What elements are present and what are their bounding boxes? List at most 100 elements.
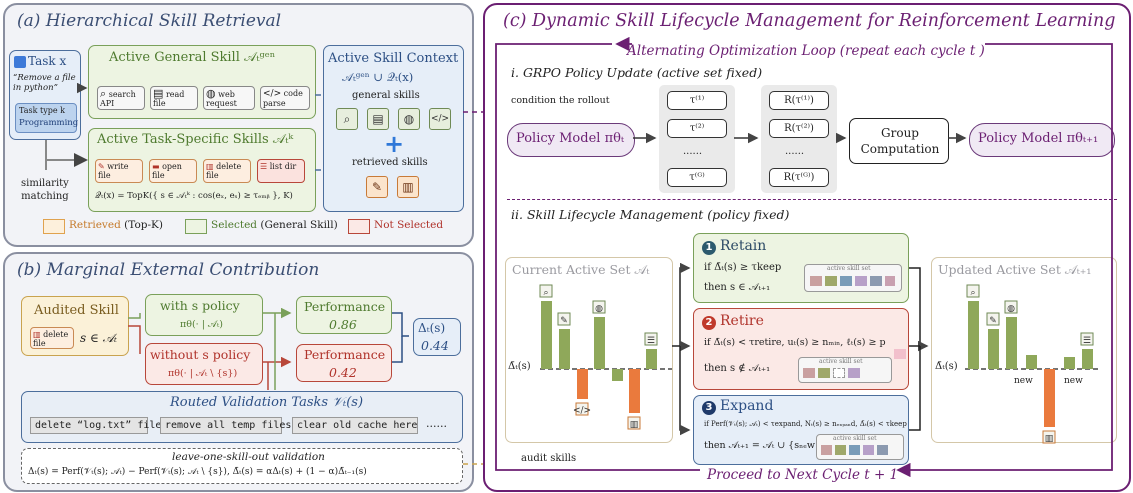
- policy-model-out-label: Policy Model πθₜ₊₁: [978, 131, 1099, 146]
- audited-skill-title: Audited Skill: [34, 303, 119, 318]
- bar-icon-glyph: ⌕: [970, 288, 975, 298]
- validation-task: remove all temp files: [160, 417, 291, 434]
- score-bar: [1026, 355, 1037, 369]
- new-label: new: [1064, 376, 1083, 386]
- current-set-box: Current Active Set 𝒜ₜ: [505, 257, 673, 443]
- trajectory: τ⁽²⁾: [667, 119, 727, 138]
- bar-icon: [644, 332, 658, 346]
- loop-label: Alternating Optimization Loop (repeat ea…: [627, 43, 985, 59]
- score-bar: [541, 301, 552, 369]
- retired-chip: [894, 349, 906, 359]
- validation-task: clear old cache here: [292, 417, 418, 434]
- retain-then: then s ∈ 𝒜ₜ₊₁: [704, 282, 771, 293]
- bar-icon: [575, 402, 589, 416]
- bar-icon: [539, 284, 553, 298]
- score-bar: [1006, 317, 1017, 369]
- performance-without-value: 0.42: [329, 365, 357, 380]
- bar-icon-glyph: ☰: [1083, 336, 1091, 346]
- bar-icon: [627, 416, 641, 430]
- performance-without-title: Performance: [304, 347, 386, 362]
- task-box: Task x “Remove a file in python” Task ty…: [9, 50, 81, 140]
- reward: R(τ⁽ᴳ⁾): [769, 168, 829, 187]
- current-set-title: Current Active Set 𝒜ₜ: [512, 262, 650, 277]
- audited-delete-chip: ▥ delete file: [30, 327, 74, 349]
- performance-with-box: Performance 0.86: [296, 296, 392, 334]
- without-policy-box: without s policy πθ(· | 𝒜ₜ \ {s}): [145, 343, 263, 385]
- code-icon: </>: [429, 108, 451, 130]
- score-bar: [577, 369, 588, 399]
- plus-icon: +: [384, 130, 405, 158]
- expand-then: then 𝒜ₜ₊₁ = 𝒜ₜ ∪ {sₙₑw}: [704, 440, 822, 451]
- score-bar: [988, 329, 999, 369]
- grpo-label: i. GRPO Policy Update (active set fixed): [511, 65, 763, 80]
- context-formula: 𝒜ₜᵍᵉⁿ ∪ 𝒬ₜ(x): [342, 70, 414, 84]
- new-label: new: [1014, 376, 1033, 386]
- validation-ellipsis: ......: [426, 417, 447, 430]
- skill-chip-delete-file: ▥ delete file: [203, 159, 251, 183]
- retire-then: then s ∉ 𝒜ₜ₊₁: [704, 363, 771, 374]
- general-skills-label: general skills: [352, 90, 420, 101]
- score-bar: [629, 369, 640, 413]
- updated-set-title: Updated Active Set 𝒜ₜ₊₁: [938, 262, 1092, 277]
- trajectory: τ⁽ᴳ⁾: [667, 168, 727, 187]
- reward: R(τ⁽²⁾): [769, 119, 829, 138]
- retain-condition: if Δ̄ₜ(s) ≥ τkeep: [704, 262, 782, 273]
- retain-skill-set: active skill set: [804, 264, 902, 292]
- bar-icon: [1042, 430, 1056, 444]
- skill-chip-web-request: ◍ web request: [203, 86, 255, 110]
- similarity-matching-label: similarity matching: [21, 178, 69, 202]
- legend-not-selected-swatch: [348, 219, 370, 234]
- skill-chip-code-parse: </> code parse: [260, 86, 310, 110]
- validation-task: delete “log.txt” file: [30, 417, 161, 434]
- bar-icon-glyph: ✎: [989, 316, 997, 326]
- loo-formula: Δₜ(s) = Perf(𝒱ₜ(s); 𝒜ₜ) − Perf(𝒱ₜ(s); 𝒜ₜ…: [28, 467, 367, 477]
- file-icon: ▤: [367, 108, 389, 130]
- current-axis-label: Δ̄ₜ(s): [508, 361, 531, 372]
- skill-chip-search-api: ⌕ search API: [97, 86, 145, 110]
- bar-icon-glyph: ▥: [630, 420, 639, 430]
- context-title: Active Skill Context: [328, 51, 459, 66]
- bar-icon: [966, 284, 980, 298]
- legend-retrieved-swatch: [43, 219, 65, 234]
- task-icon: [14, 56, 26, 68]
- panel-a: (a) Hierarchical Skill Retrieval Task x …: [3, 3, 474, 247]
- updated-axis-label: Δ̄ₜ(s): [935, 361, 958, 372]
- without-policy-title: without s policy: [150, 347, 251, 362]
- skill-chip-read-file: ▤ read file: [150, 86, 198, 110]
- delta-label: Δₜ(s): [418, 321, 446, 335]
- condition-label: condition the rollout: [511, 95, 610, 106]
- task-type-box: Task type k Programming: [15, 103, 79, 133]
- globe-icon: ◍: [398, 108, 420, 130]
- retire-condition: if Δ̄ₜ(s) < τretire, uₜ(s) ≥ nₘᵢₙ, ℓₜ(s)…: [704, 337, 886, 348]
- audit-label: audit skills: [521, 453, 577, 464]
- bar-icon: [557, 312, 571, 326]
- task-type-value: Programming: [19, 118, 79, 128]
- retrieved-skills-label: retrieved skills: [352, 157, 428, 168]
- legend-selected: Selected (General Skill): [211, 219, 338, 231]
- legend-not-selected: Not Selected: [374, 219, 444, 231]
- trajectory: τ⁽¹⁾: [667, 91, 727, 110]
- bar-icon-glyph: </>: [573, 406, 591, 416]
- context-box: Active Skill Context 𝒜ₜᵍᵉⁿ ∪ 𝒬ₜ(x) gener…: [323, 45, 464, 212]
- with-policy-title: with s policy: [160, 298, 240, 313]
- legend-retrieved: Retrieved (Top-K): [69, 219, 163, 231]
- performance-without-box: Performance 0.42: [296, 344, 392, 382]
- without-policy-formula: πθ(· | 𝒜ₜ \ {s}): [168, 368, 238, 379]
- task-type-label: Task type k: [19, 106, 65, 115]
- next-cycle-label: Proceed to Next Cycle t + 1: [707, 467, 899, 483]
- panel-c: (c) Dynamic Skill Lifecycle Management f…: [483, 3, 1131, 492]
- legend-selected-swatch: [185, 219, 207, 234]
- score-bar: [612, 369, 623, 381]
- specific-skill-box: Active Task-Specific Skills 𝒜ₜᵏ ✎ write …: [88, 128, 316, 212]
- trajectory-ellipsis: ......: [683, 146, 703, 157]
- general-skill-box: Active General Skill 𝒜ₜᵍᵉⁿ ⌕ search API …: [88, 45, 316, 119]
- general-skill-title: Active General Skill 𝒜ₜᵍᵉⁿ: [109, 50, 276, 65]
- panel-b: (b) Marginal External Contribution Audit…: [3, 252, 474, 492]
- score-bar: [646, 349, 657, 369]
